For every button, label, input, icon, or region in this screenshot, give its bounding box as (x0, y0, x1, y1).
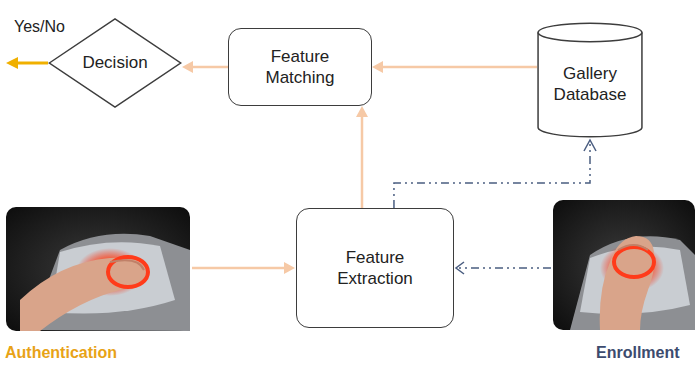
output-arrow (6, 57, 48, 69)
node-text: Feature Matching (247, 46, 353, 89)
flow-label: Enrollment (596, 344, 680, 362)
fingerprint-photo (553, 200, 695, 330)
node-text: Gallery Database (545, 63, 635, 106)
decision-diamond: Decision (48, 18, 182, 108)
process-box: Feature Extraction (296, 208, 454, 328)
input-arrow (192, 262, 295, 274)
fingerprint-photo (6, 207, 190, 331)
enrollment-arrow (456, 262, 551, 274)
node-text: Decision (82, 52, 147, 73)
node-text: Feature Extraction (315, 247, 435, 290)
output-label: Yes/No (14, 18, 65, 36)
text-holder: Feature Matching (247, 46, 353, 89)
flow-arrow (182, 61, 228, 73)
flow-arrow (372, 61, 537, 73)
flow-arrow (356, 106, 368, 208)
process-box: Feature Matching (228, 28, 372, 106)
text-holder: Decision (82, 52, 147, 73)
dashed-arrow (394, 140, 596, 208)
text-holder: Gallery Database (545, 63, 635, 106)
database-cylinder: Gallery Database (537, 22, 643, 138)
text-holder: Feature Extraction (315, 247, 435, 290)
flow-label: Authentication (5, 344, 117, 362)
